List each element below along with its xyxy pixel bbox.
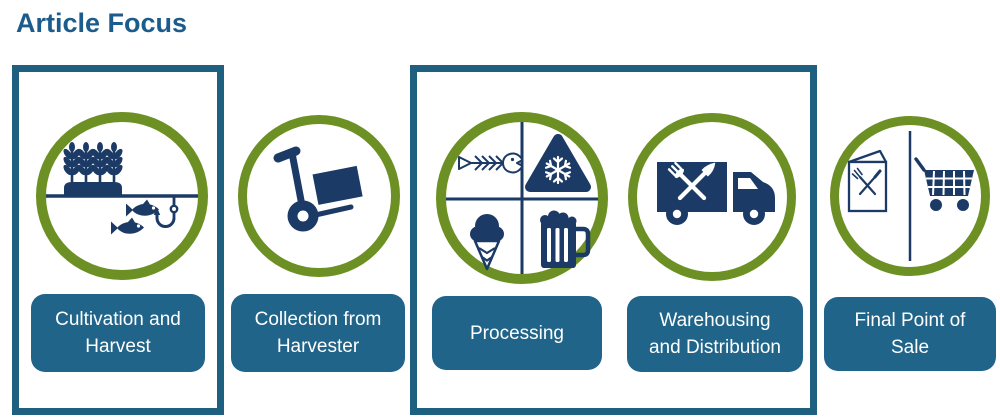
stage-label-line: Sale <box>890 337 930 358</box>
stage-label-line: and Distribution <box>648 337 782 358</box>
fishbone-icon <box>458 152 524 174</box>
processing-foods-icon <box>446 122 598 274</box>
stage-label-line: Collection from <box>254 309 382 330</box>
stage-label-line: Harvester <box>276 336 360 357</box>
stage-circle-collection <box>238 115 400 277</box>
hand-truck-icon <box>273 146 363 232</box>
focus-box-cultivation <box>12 65 224 415</box>
stage-label-line: Harvest <box>85 336 151 357</box>
stage-circle-point-of-sale <box>830 116 990 276</box>
stage-label-cultivation: Cultivation and Harvest <box>31 294 205 372</box>
stage-label-warehousing: Warehousing and Distribution <box>627 296 803 372</box>
focus-box-processing-warehousing <box>410 65 817 415</box>
ice-cream-icon <box>470 214 504 271</box>
beer-mug-icon <box>540 210 591 268</box>
stage-circle-cultivation <box>36 112 208 280</box>
delivery-truck-icon <box>657 161 775 225</box>
menu-card-icon <box>847 149 888 213</box>
stage-label-line: Final Point of <box>854 310 966 331</box>
wheat-and-fish-icon <box>46 140 198 235</box>
frozen-warning-icon <box>525 134 591 192</box>
page-title: Article Focus <box>16 8 188 38</box>
stage-label-point-of-sale: Final Point of Sale <box>824 297 996 371</box>
stage-label-collection: Collection from Harvester <box>231 294 405 372</box>
stage-label-line: Warehousing <box>659 310 771 331</box>
stage-label-line: Cultivation and <box>55 309 181 330</box>
stage-circle-processing <box>436 112 608 284</box>
shopping-cart-icon <box>914 157 974 211</box>
stage-circle-warehousing <box>628 113 796 281</box>
menu-and-cart-icon <box>847 131 974 261</box>
stage-label-line: Processing <box>470 322 564 344</box>
stage-label-processing: Processing <box>432 296 602 370</box>
